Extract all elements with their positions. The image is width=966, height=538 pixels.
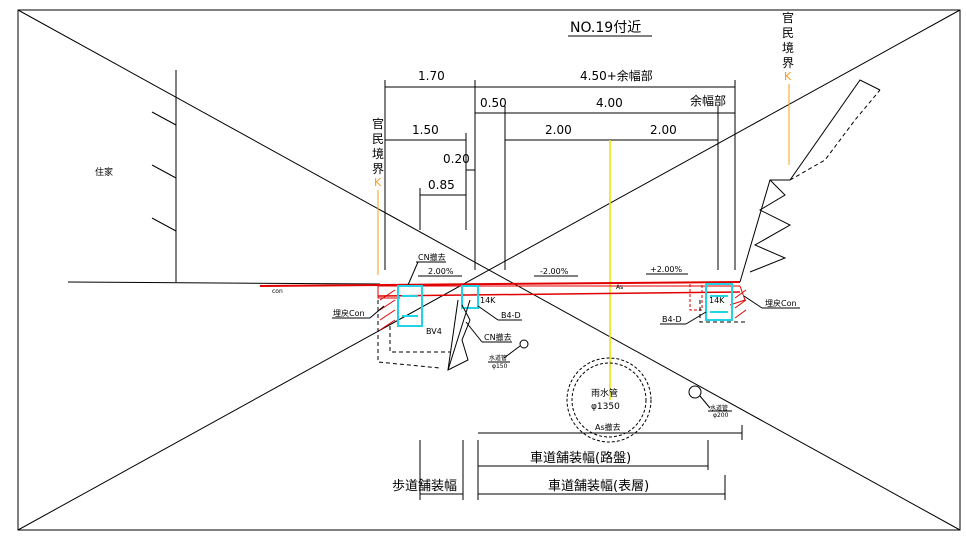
- cn-removal-top-leader: [407, 261, 419, 286]
- boundary-right: 官 民 境 界 K: [782, 10, 794, 165]
- left-slope: [447, 299, 471, 371]
- slope-center: -2.00%: [540, 267, 569, 276]
- sidewalk-width: 歩道舗装幅: [392, 479, 457, 494]
- left-gutter: [397, 285, 423, 327]
- water-pipe-right-label: 水道管: [710, 404, 728, 412]
- water-pipe-right-leader: [699, 395, 711, 409]
- cn-removal-bottom-leader: [465, 321, 483, 343]
- backfill-right: 埋戻Con: [765, 298, 797, 308]
- dim-2-00-right: 2.00: [650, 123, 677, 137]
- rain-pipe-outer: [566, 357, 652, 443]
- slope-right: +2.00%: [650, 265, 683, 274]
- k14-right: 14K: [709, 296, 725, 305]
- house-label: 住家: [95, 166, 113, 178]
- b4d-right-leader: [685, 311, 707, 325]
- b4d-right: B4-D: [662, 315, 682, 324]
- rain-pipe-label: 雨水管: [591, 387, 618, 399]
- dimension-lines: [384, 80, 736, 270]
- dim-1-50: 1.50: [412, 123, 439, 137]
- water-pipe-left-leader: [503, 345, 521, 359]
- foundation-hatch: [379, 289, 747, 331]
- dim-2-00-left: 2.00: [545, 123, 572, 137]
- boundary-right-c2: 民: [782, 26, 794, 40]
- dim-0-85: 0.85: [428, 178, 455, 192]
- dim-4-50: 4.50+余幅部: [580, 68, 653, 83]
- right-embankment: [739, 79, 881, 283]
- water-pipe-right-icon: [688, 385, 702, 399]
- water-pipe-left-label: 水道管: [489, 354, 507, 362]
- as-removal: As撤去: [595, 422, 621, 432]
- dim-0-50: 0.50: [480, 96, 507, 110]
- house-wall: [151, 70, 177, 282]
- water-pipe-left-size: φ150: [492, 363, 508, 370]
- excavation-outline: [377, 300, 745, 369]
- boundary-right-c1: 官: [782, 10, 794, 25]
- backfill-right-leader: [743, 295, 763, 309]
- k14-left: 14K: [480, 296, 496, 305]
- con-label: con: [272, 288, 283, 295]
- cn-removal-top: CN撤去: [418, 252, 446, 262]
- boundary-left-c2: 民: [372, 132, 384, 146]
- backfill-left-leader: [369, 305, 385, 319]
- boundary-left-c3: 境: [372, 146, 384, 161]
- backfill-left: 埋戻Con: [333, 308, 365, 318]
- left-curb: [461, 285, 479, 309]
- boundary-left-c1: 官: [372, 116, 384, 131]
- rain-pipe-inner: [571, 362, 647, 438]
- right-gutter: [705, 283, 733, 321]
- roadbed-width: 車道舗装幅(路盤): [530, 450, 631, 466]
- bv4-label: BV4: [426, 327, 442, 336]
- b4d-left-leader: [477, 305, 499, 321]
- rain-pipe-size: φ1350: [591, 402, 620, 412]
- boundary-right-c4: 界: [782, 56, 794, 70]
- dim-0-20: 0.20: [443, 152, 470, 166]
- as-label: As: [616, 284, 623, 291]
- boundary-left-c4: 界: [372, 162, 384, 176]
- boundary-left-mark: K: [374, 176, 382, 189]
- drawing-frame: [17, 9, 961, 531]
- water-pipe-right-size: φ200: [713, 412, 729, 419]
- cn-removal-bottom: CN撤去: [484, 332, 512, 342]
- boundary-left: 官 民 境 界 K: [372, 116, 384, 275]
- dim-extra-width: 余幅部: [690, 93, 726, 108]
- surface-width: 車道舗装幅(表層): [548, 479, 649, 494]
- b4d-left: B4-D: [501, 311, 521, 320]
- cross-line-b: [17, 9, 961, 531]
- drawing-title: NO.19付近: [570, 20, 641, 36]
- slope-left: 2.00%: [428, 267, 454, 276]
- ground-line: [67, 281, 381, 285]
- boundary-right-mark: K: [784, 70, 792, 83]
- dim-1-70: 1.70: [418, 69, 445, 83]
- dim-4-00: 4.00: [596, 96, 623, 110]
- road-surface: [259, 281, 746, 311]
- boundary-right-c3: 境: [782, 40, 794, 55]
- water-pipe-left-icon: [519, 339, 529, 349]
- bottom-dimension-lines: [419, 425, 743, 500]
